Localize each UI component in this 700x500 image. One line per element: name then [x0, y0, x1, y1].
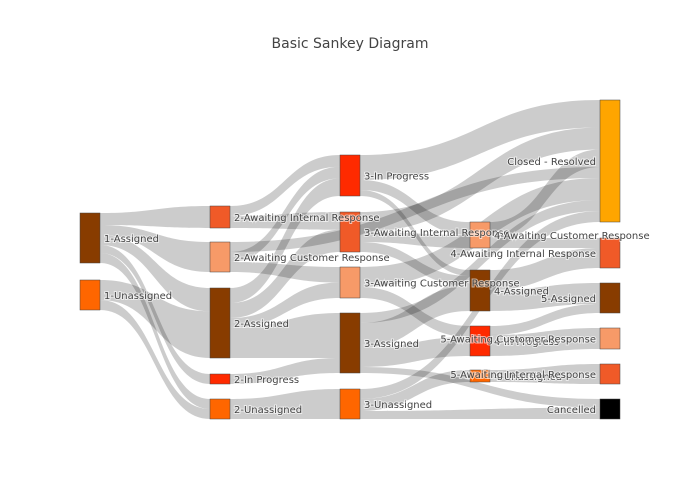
sankey-link[interactable] [230, 358, 340, 384]
sankey-link[interactable] [490, 238, 600, 248]
node-label: 2-Unassigned [234, 405, 302, 416]
sankey-link[interactable] [100, 300, 210, 419]
sankey-link[interactable] [100, 280, 210, 358]
sankey-link[interactable] [490, 304, 600, 335]
chart-title: Basic Sankey Diagram [271, 36, 429, 52]
sankey-link[interactable] [360, 287, 470, 337]
sankey-link[interactable] [100, 235, 210, 312]
sankey-node[interactable] [599, 99, 621, 223]
node-label: 1-Unassigned [104, 291, 172, 302]
sankey-node[interactable] [599, 398, 621, 420]
sankey-link[interactable] [230, 167, 600, 252]
sankey-node[interactable] [469, 269, 491, 312]
sankey-link[interactable] [490, 248, 600, 290]
sankey-link[interactable] [100, 245, 210, 384]
sankey-link[interactable] [230, 282, 340, 329]
sankey-node[interactable] [469, 325, 491, 357]
sankey-link[interactable] [360, 286, 470, 348]
sankey-node[interactable] [209, 241, 231, 273]
sankey-link[interactable] [490, 149, 600, 238]
sankey-link[interactable] [360, 200, 600, 323]
node-label: 3-Awaiting Customer Response [364, 279, 520, 290]
sankey-link[interactable] [100, 253, 210, 409]
node-label: 5-Assigned [541, 294, 596, 305]
node-label: 4-Awaiting Internal Response [450, 249, 596, 260]
sankey-link[interactable] [230, 178, 340, 303]
sankey-node[interactable] [339, 266, 361, 299]
sankey-node[interactable] [339, 312, 361, 374]
sankey-node[interactable] [209, 373, 231, 385]
sankey-link[interactable] [360, 337, 470, 367]
node-label: 3-In Progress [364, 172, 429, 183]
sankey-node[interactable] [599, 282, 621, 314]
sankey-link[interactable] [360, 127, 600, 232]
sankey-node[interactable] [599, 363, 621, 385]
sankey-node[interactable] [79, 279, 101, 311]
sankey-link[interactable] [490, 364, 600, 384]
sankey-node[interactable] [469, 221, 491, 249]
sankey-link[interactable] [360, 100, 600, 180]
node-label: Closed - Resolved [507, 157, 596, 168]
sankey-link[interactable] [230, 229, 340, 318]
node-label: 3-Assigned [364, 339, 419, 350]
sankey-node[interactable] [209, 287, 231, 359]
node-label: 4-Unassigned [494, 372, 562, 383]
node-label: 3-Unassigned [364, 400, 432, 411]
node-label: 2-Assigned [234, 319, 289, 330]
sankey-link[interactable] [360, 242, 470, 286]
node-label: 2-Awaiting Internal Response [234, 213, 380, 224]
node-label: 2-In Progress [234, 375, 299, 386]
node-label: 5-Awaiting Customer Response [440, 335, 596, 346]
sankey-link[interactable] [230, 155, 340, 216]
sankey-link[interactable] [360, 370, 470, 411]
sankey-node[interactable] [599, 237, 621, 269]
sankey-node[interactable] [469, 369, 491, 383]
node-label: 3-Awaiting Internal Response [364, 228, 510, 239]
sankey-link[interactable] [360, 190, 470, 276]
sankey-link[interactable] [100, 225, 210, 272]
sankey-link[interactable] [490, 328, 600, 356]
sankey-node[interactable] [339, 154, 361, 197]
sankey-link[interactable] [360, 180, 470, 235]
sankey-node[interactable] [209, 398, 231, 420]
node-label: 1-Assigned [104, 234, 159, 245]
sankey-link[interactable] [230, 212, 340, 230]
sankey-node[interactable] [209, 205, 231, 229]
sankey-node[interactable] [599, 327, 621, 350]
node-label: 4-Assigned [494, 287, 549, 298]
sankey-link[interactable] [100, 206, 210, 228]
sankey-link[interactable] [230, 166, 340, 262]
sankey-link[interactable] [230, 389, 340, 419]
sankey-link[interactable] [230, 262, 340, 283]
sankey-node[interactable] [339, 388, 361, 420]
sankey-link[interactable] [490, 283, 600, 311]
node-label: 4-In Progress [494, 337, 559, 348]
sankey-node[interactable] [79, 212, 101, 264]
sankey-link[interactable] [360, 367, 600, 408]
node-label: 2-Awaiting Customer Response [234, 253, 390, 264]
sankey-link[interactable] [360, 232, 470, 248]
sankey-link[interactable] [360, 407, 600, 419]
node-label: 5-Awaiting Internal Response [450, 370, 596, 381]
node-label: 4-Awaiting Customer Response [494, 231, 650, 242]
sankey-node[interactable] [339, 211, 361, 253]
sankey-link[interactable] [230, 313, 340, 358]
node-label: Cancelled [547, 405, 596, 416]
